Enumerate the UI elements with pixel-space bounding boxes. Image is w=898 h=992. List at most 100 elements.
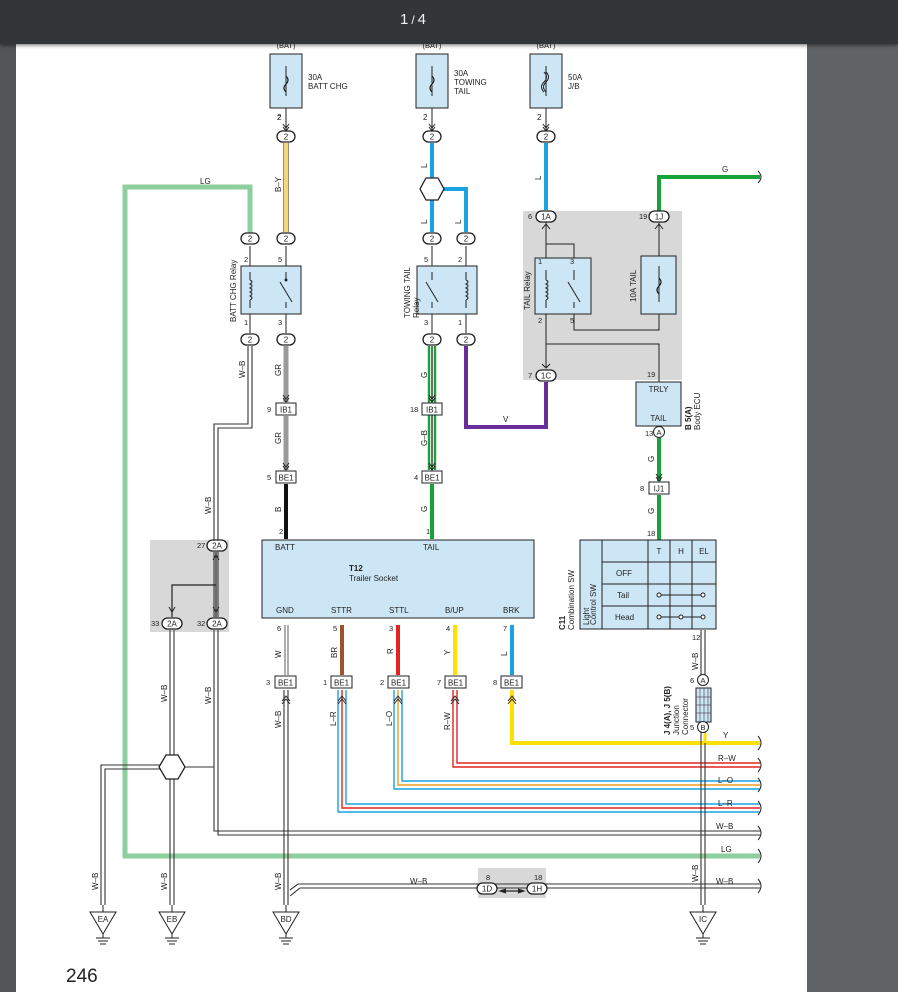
combination-switch: T H EL OFF Tail Head Control SW Light Co… bbox=[558, 539, 717, 630]
svg-text:19: 19 bbox=[639, 212, 647, 221]
svg-text:Control SW: Control SW bbox=[589, 584, 598, 625]
viewer-toolbar: 1/4 bbox=[0, 0, 898, 44]
svg-text:2: 2 bbox=[277, 113, 281, 122]
svg-text:2: 2 bbox=[430, 133, 435, 142]
svg-text:J/B: J/B bbox=[568, 82, 580, 91]
svg-text:30A: 30A bbox=[308, 73, 323, 82]
svg-text:2: 2 bbox=[284, 235, 289, 244]
svg-text:W–B: W–B bbox=[691, 865, 700, 882]
svg-text:W–B: W–B bbox=[716, 822, 733, 831]
grounds: EA EB BD IC bbox=[89, 905, 717, 945]
svg-text:1A: 1A bbox=[541, 213, 551, 222]
svg-text:1C: 1C bbox=[541, 372, 551, 381]
svg-text:LG: LG bbox=[200, 177, 211, 186]
inline-connectors: IB1 IB1 BE1 BE1 IJ1 BE1 BE1 BE1 BE1 BE1 … bbox=[266, 402, 670, 689]
svg-text:Relay: Relay bbox=[412, 298, 421, 318]
svg-text:TOWING TAIL: TOWING TAIL bbox=[403, 266, 412, 318]
svg-text:2: 2 bbox=[458, 255, 462, 264]
svg-text:3: 3 bbox=[278, 318, 282, 327]
svg-text:7: 7 bbox=[437, 678, 441, 687]
page-indicator[interactable]: 1/4 bbox=[0, 11, 826, 28]
svg-text:(BAT): (BAT) bbox=[536, 41, 556, 50]
svg-text:TOWING: TOWING bbox=[454, 78, 487, 87]
scroll-area[interactable] bbox=[807, 44, 898, 992]
svg-text:W–B: W–B bbox=[410, 877, 427, 886]
svg-text:2A: 2A bbox=[167, 620, 177, 629]
svg-text:L: L bbox=[420, 219, 429, 224]
svg-text:8: 8 bbox=[640, 484, 644, 493]
svg-text:7: 7 bbox=[528, 371, 532, 380]
svg-text:BE1: BE1 bbox=[278, 474, 294, 483]
svg-text:2: 2 bbox=[284, 336, 289, 345]
svg-text:L: L bbox=[500, 651, 509, 656]
svg-text:G: G bbox=[420, 506, 429, 512]
fuse-batt-chg: (BAT) 30A BATT CHG 2 bbox=[269, 41, 348, 122]
svg-text:B: B bbox=[700, 723, 705, 732]
wire-y bbox=[510, 690, 760, 745]
svg-text:TAIL: TAIL bbox=[650, 414, 667, 423]
svg-text:1: 1 bbox=[538, 257, 542, 266]
wire-g-top bbox=[657, 175, 760, 211]
svg-text:W–B: W–B bbox=[716, 877, 733, 886]
svg-text:2A: 2A bbox=[212, 620, 222, 629]
svg-text:IJ1: IJ1 bbox=[654, 485, 665, 494]
svg-text:BATT CHG Relay: BATT CHG Relay bbox=[229, 260, 238, 322]
wire-l-towing bbox=[430, 143, 468, 232]
junction-connector: A B 6 5 J 4(A), J 5(B) Junction Connecto… bbox=[663, 674, 712, 735]
svg-text:W–B: W–B bbox=[91, 873, 100, 890]
page-separator: / bbox=[411, 13, 415, 27]
body-ecu: TRLY TAIL A B 5(A) Body ECU bbox=[635, 381, 702, 438]
svg-text:Trailer Socket: Trailer Socket bbox=[349, 574, 399, 583]
svg-text:BE1: BE1 bbox=[424, 474, 440, 483]
svg-text:W–B: W–B bbox=[274, 711, 283, 728]
svg-text:R–W: R–W bbox=[443, 712, 452, 730]
svg-text:5: 5 bbox=[267, 473, 271, 482]
svg-text:H: H bbox=[678, 547, 684, 556]
pin-numbers: 2 6 19 7 19 27 33 32 8 18 2 1 18 13 12 bbox=[151, 113, 700, 882]
svg-text:V: V bbox=[503, 415, 509, 424]
svg-text:W–B: W–B bbox=[238, 361, 247, 378]
svg-text:EL: EL bbox=[699, 547, 709, 556]
wire-l-r bbox=[337, 690, 760, 813]
ground-ea: EA bbox=[89, 905, 117, 945]
svg-text:8: 8 bbox=[486, 873, 490, 882]
svg-text:1H: 1H bbox=[532, 885, 542, 894]
svg-text:TAIL: TAIL bbox=[423, 543, 440, 552]
svg-text:G–B: G–B bbox=[420, 430, 429, 446]
svg-text:33: 33 bbox=[151, 619, 159, 628]
svg-text:B–Y: B–Y bbox=[274, 176, 283, 192]
svg-text:TAIL: TAIL bbox=[454, 87, 471, 96]
ground-ic: IC bbox=[689, 905, 717, 945]
svg-text:IB1: IB1 bbox=[426, 406, 439, 415]
svg-text:13: 13 bbox=[645, 429, 653, 438]
svg-text:W: W bbox=[274, 650, 283, 658]
svg-text:6: 6 bbox=[277, 624, 281, 633]
svg-text:STTL: STTL bbox=[389, 606, 409, 615]
svg-text:R–W: R–W bbox=[718, 754, 736, 763]
svg-text:4: 4 bbox=[446, 624, 450, 633]
svg-text:2: 2 bbox=[423, 113, 428, 122]
svg-text:EA: EA bbox=[98, 915, 109, 924]
svg-text:W–B: W–B bbox=[274, 873, 283, 890]
splice-ground bbox=[158, 754, 186, 780]
svg-text:4: 4 bbox=[414, 473, 418, 482]
svg-text:W–B: W–B bbox=[160, 685, 169, 702]
svg-text:Connector: Connector bbox=[681, 698, 690, 735]
svg-text:3: 3 bbox=[570, 257, 574, 266]
svg-text:L: L bbox=[420, 163, 429, 168]
svg-text:9: 9 bbox=[267, 405, 271, 414]
svg-text:2: 2 bbox=[380, 678, 384, 687]
svg-text:18: 18 bbox=[534, 873, 542, 882]
wire-lg bbox=[122, 184, 760, 859]
svg-text:3: 3 bbox=[424, 318, 428, 327]
svg-text:5: 5 bbox=[570, 316, 574, 325]
svg-text:7: 7 bbox=[503, 624, 507, 633]
svg-text:12: 12 bbox=[692, 633, 700, 642]
svg-text:Y: Y bbox=[443, 649, 452, 655]
wire-labels: LG B–Y L L L L G W–B GR GR B G G–B G V G… bbox=[91, 163, 736, 890]
svg-text:B/UP: B/UP bbox=[445, 606, 464, 615]
svg-text:W–B: W–B bbox=[691, 653, 700, 670]
svg-text:32: 32 bbox=[197, 619, 205, 628]
continuation-marks bbox=[757, 170, 762, 894]
svg-text:L: L bbox=[534, 175, 543, 180]
